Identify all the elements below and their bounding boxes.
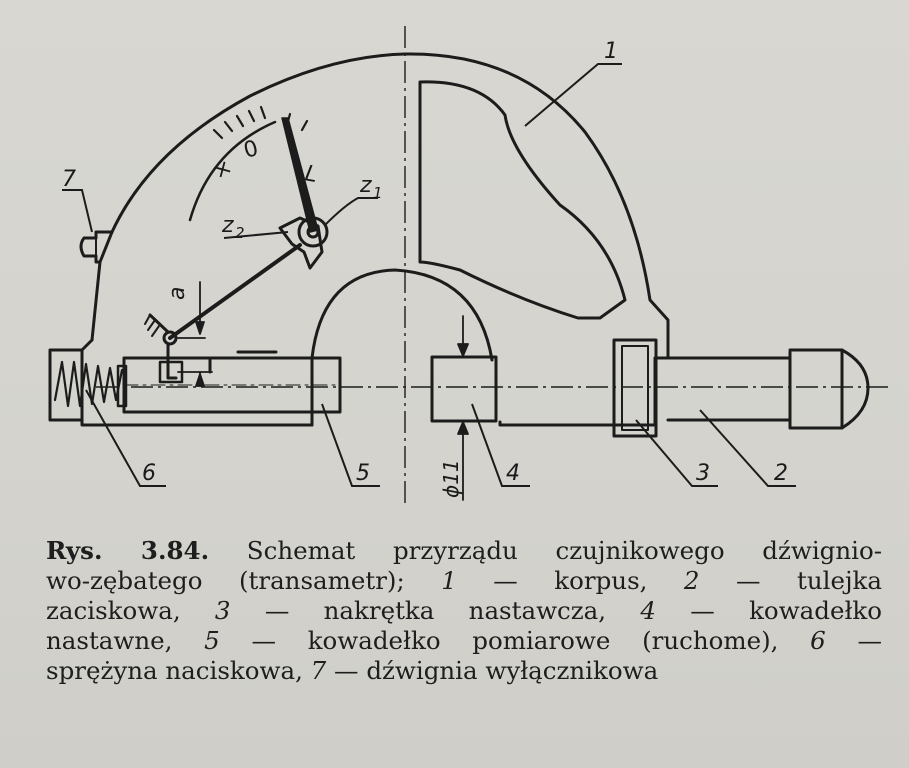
label-part3: 3	[696, 461, 710, 486]
caption-line-3: zaciskowa, 3 — nakrętka nastawcza, 4 — k…	[46, 596, 882, 625]
body-outline	[90, 52, 670, 427]
label-z1: z	[359, 173, 372, 198]
lever-pivot	[162, 330, 178, 346]
label-diameter: ϕ11	[439, 459, 463, 498]
leader-z2	[223, 231, 289, 239]
caption-line-1: Rys. 3.84. Schemat przyrządu czujnikoweg…	[46, 536, 883, 565]
lever-arm	[168, 243, 302, 340]
spring	[53, 360, 124, 408]
label-z1-sub: 1	[373, 184, 383, 202]
transametr-diagram: 1 7 6 5 4 3 2 z 1 z 2 a × 0 L ϕ11	[48, 26, 888, 505]
pinion-z1	[297, 216, 329, 248]
setting-anvil	[430, 355, 498, 423]
adjusting-nut	[612, 338, 658, 438]
clamping-sleeve	[666, 356, 792, 422]
leader-6	[85, 389, 166, 487]
label-part2: 2	[774, 461, 788, 486]
switch-lever	[79, 230, 114, 264]
leader-7	[62, 189, 93, 233]
dial-zero-mark: 0	[241, 136, 261, 164]
diameter-dimension	[457, 315, 469, 501]
inner-window	[418, 80, 627, 320]
leader-z1	[324, 197, 378, 226]
leader-1	[524, 63, 622, 127]
dial-x-mark: ×	[209, 154, 237, 185]
leader-3	[635, 419, 718, 487]
label-part5: 5	[356, 461, 370, 486]
leader-4	[471, 403, 530, 487]
gear-sector-z2	[278, 216, 324, 270]
leader-2	[699, 409, 796, 487]
caption-line-4: nastawne, 5 — kowadełko pomiarowe (rucho…	[46, 626, 882, 655]
label-z2-sub: 2	[235, 224, 245, 242]
figure-caption: Rys. 3.84. Schemat przyrządu czujnikoweg…	[46, 536, 882, 686]
caption-line-5: sprężyna naciskowa, 7 — dźwignia wyłączn…	[46, 656, 659, 685]
label-part1: 1	[604, 39, 618, 64]
label-part6: 6	[142, 461, 156, 486]
label-part4: 4	[506, 461, 520, 486]
label-z2: z	[221, 213, 234, 238]
caption-line-2: wo-zębatego (transametr); 1 — korpus, 2 …	[46, 566, 882, 595]
dial-arc	[188, 120, 277, 222]
caption-prefix: Rys. 3.84.	[46, 536, 210, 565]
inner-arc	[310, 268, 494, 427]
label-part7: 7	[62, 167, 76, 192]
dial-l-mark: L	[303, 161, 319, 188]
spring-housing	[48, 348, 84, 422]
dial-ticks	[212, 105, 309, 140]
leader-5	[321, 403, 380, 487]
label-alpha: a	[165, 287, 190, 300]
alpha-dimension	[177, 281, 213, 387]
